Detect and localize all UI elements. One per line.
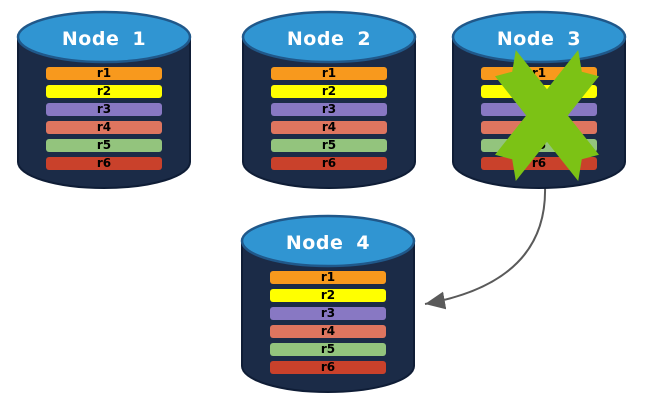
node-title-text: Node — [285, 232, 344, 254]
node-title-text: Node — [496, 28, 555, 50]
failure-x-icon — [495, 50, 599, 181]
row-r6: r6 — [270, 361, 386, 374]
node-number: 1 — [132, 28, 147, 50]
row-r5: r5 — [46, 139, 162, 152]
node-number: 3 — [567, 28, 582, 50]
row-r2: r2 — [270, 289, 386, 302]
node-title-text: Node — [61, 28, 120, 50]
node-title: Node 4 — [239, 231, 417, 256]
row-stack: r1 r2 r3 r4 r5 r6 — [270, 271, 386, 379]
row-r3: r3 — [46, 103, 162, 116]
node-number: 2 — [357, 28, 372, 50]
node-title: Node 3 — [450, 27, 628, 52]
row-r5: r5 — [270, 343, 386, 356]
node-2: Node 2 r1 r2 r3 r4 r5 r6 — [240, 8, 418, 194]
row-r4: r4 — [270, 325, 386, 338]
row-r6: r6 — [46, 157, 162, 170]
row-r1: r1 — [271, 67, 387, 80]
row-r1: r1 — [46, 67, 162, 80]
node-1: Node 1 r1 r2 r3 r4 r5 r6 — [15, 8, 193, 194]
row-r3: r3 — [270, 307, 386, 320]
node-title: Node 1 — [15, 27, 193, 52]
row-stack: r1 r2 r3 r4 r5 r6 — [271, 67, 387, 175]
row-r4: r4 — [271, 121, 387, 134]
node-4: Node 4 r1 r2 r3 r4 r5 r6 — [239, 212, 417, 398]
row-r2: r2 — [271, 85, 387, 98]
node-title: Node 2 — [240, 27, 418, 52]
row-r2: r2 — [46, 85, 162, 98]
row-r6: r6 — [271, 157, 387, 170]
failover-arrow-path — [424, 185, 547, 310]
node-title-text: Node — [286, 28, 345, 50]
row-stack: r1 r2 r3 r4 r5 r6 — [46, 67, 162, 175]
row-r4: r4 — [46, 121, 162, 134]
row-r3: r3 — [271, 103, 387, 116]
node-number: 4 — [356, 232, 371, 254]
row-r1: r1 — [270, 271, 386, 284]
row-r5: r5 — [271, 139, 387, 152]
